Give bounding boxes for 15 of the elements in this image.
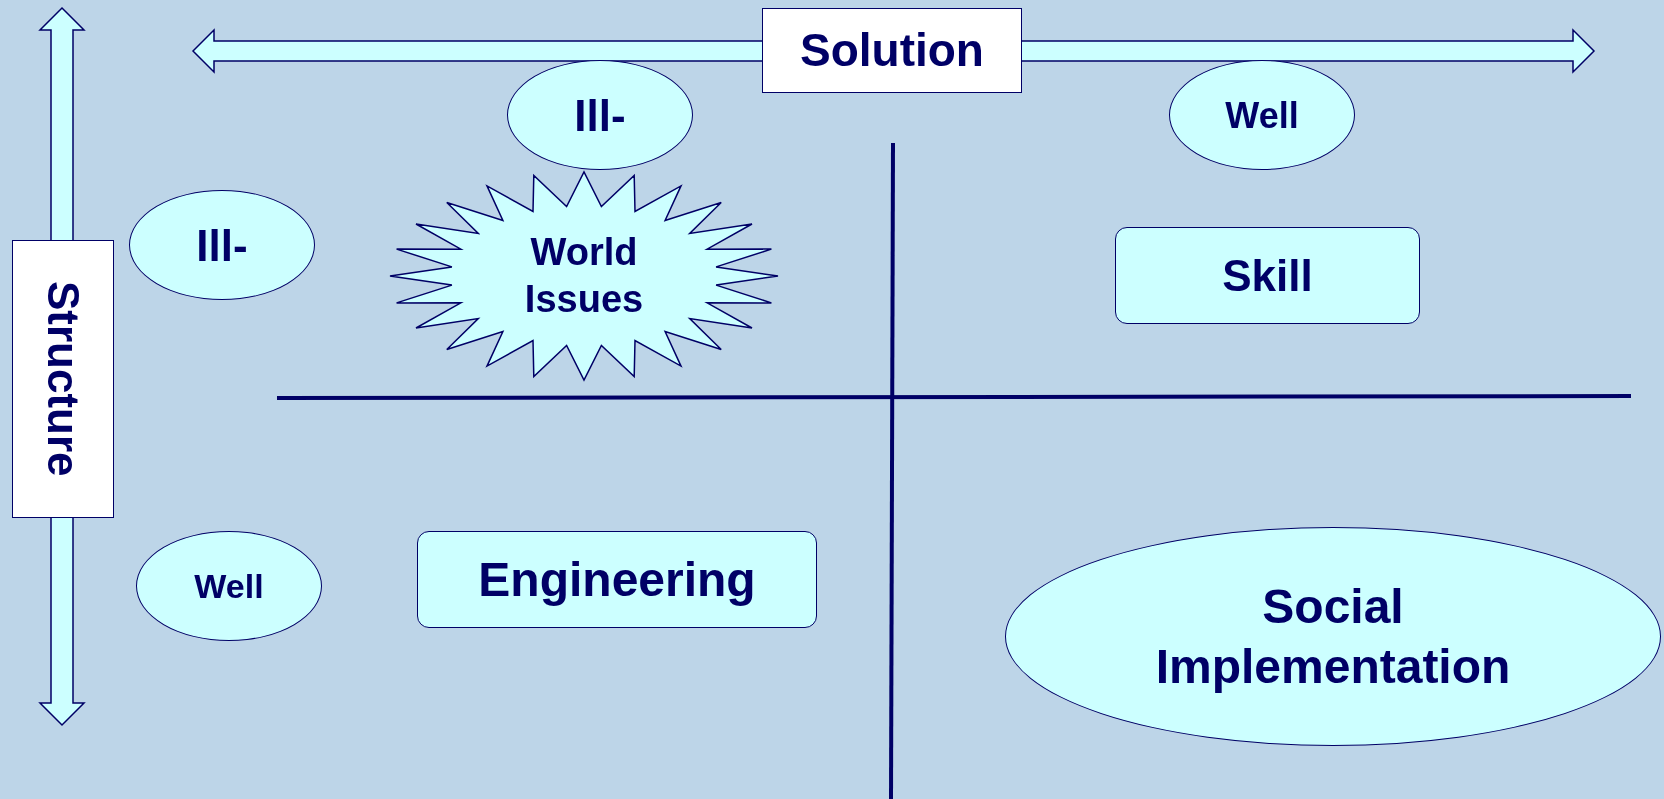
node-text: Structure (37, 281, 89, 477)
node-text: Social Implementation (1154, 578, 1512, 695)
starburst-node (388, 170, 780, 382)
node-text: Ill- (196, 219, 248, 272)
node-text: Solution (800, 22, 984, 78)
label-box (762, 8, 1022, 93)
node-text: Well (194, 565, 264, 607)
label-box (12, 240, 114, 518)
node-text: Ill- (574, 89, 626, 142)
node-text: Well (1225, 93, 1299, 138)
node-text: Skill (1222, 250, 1313, 302)
node-text: World Issues (523, 229, 645, 322)
rounded-box (1115, 227, 1420, 324)
rounded-box (417, 531, 817, 628)
node-text: Engineering (478, 551, 756, 608)
